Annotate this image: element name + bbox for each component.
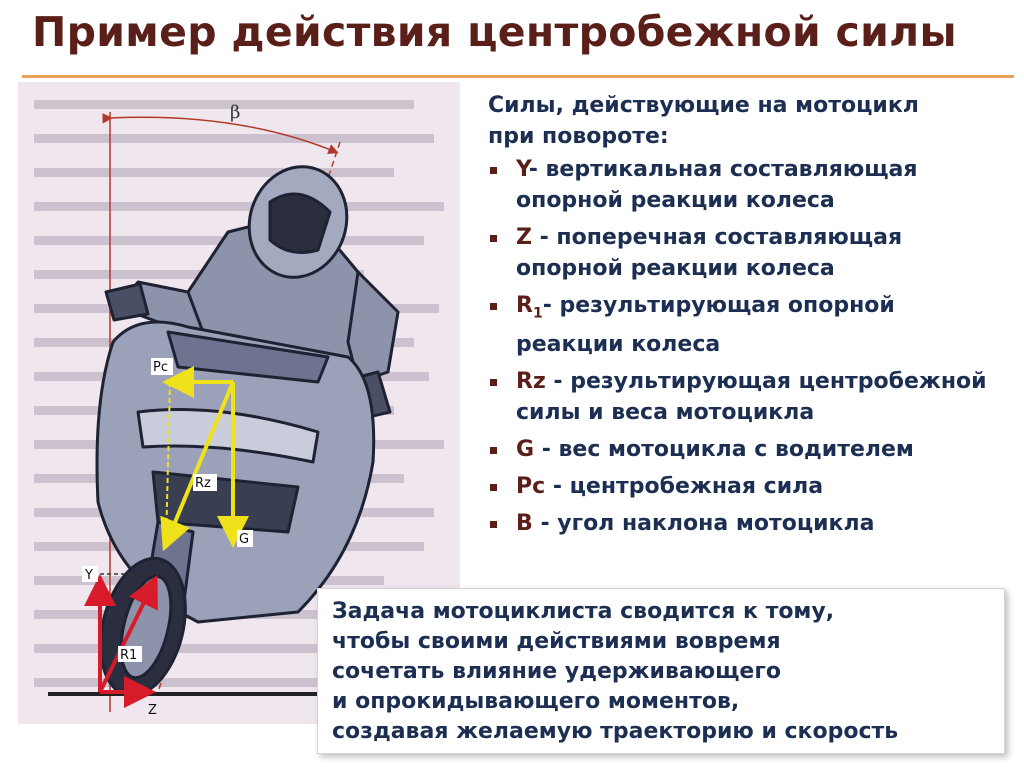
- force-item-rz: Rz - результирующая центробежной силы и …: [488, 366, 1008, 428]
- rz-vector: [160, 381, 235, 552]
- reaction-vectors: [84, 574, 158, 708]
- beta-angle-arc: [102, 113, 339, 155]
- force-labels: Pc Rz G: [151, 358, 253, 547]
- force-vectors: [160, 366, 249, 552]
- bullet-square-icon: [490, 167, 497, 174]
- force-item-z: Z - поперечная составляющая опорной реак…: [488, 222, 1008, 284]
- beta-label: β: [230, 102, 240, 123]
- r1-vector: [98, 574, 158, 693]
- bullet-square-icon: [490, 379, 497, 387]
- forces-heading-line2: при повороте:: [488, 124, 669, 149]
- forces-heading-line1: Силы, действующие на мотоцикл: [488, 93, 919, 118]
- pc-label: Pc: [153, 360, 168, 375]
- force-item-r1: R1- результирующая опорной реакции колес…: [488, 290, 1008, 360]
- task-line: и опрокидывающего моментов,: [332, 689, 740, 714]
- bullet-square-icon: [490, 235, 497, 242]
- force-item-y: Y- вертикальная составляющая опорной реа…: [488, 154, 1008, 216]
- task-line: создавая желаемую траекторию и скорость: [332, 719, 899, 744]
- bullet-square-icon: [490, 484, 497, 492]
- g-label: G: [239, 532, 249, 547]
- task-line: чтобы своими действиями вовремя: [332, 629, 781, 654]
- force-item-b: B - угол наклона мотоцикла: [488, 508, 1008, 539]
- force-item-g: G - вес мотоцикла с водителем: [488, 434, 1008, 465]
- slide-title: Пример действия центробежной силы: [32, 8, 957, 56]
- z-label: Z: [148, 703, 157, 718]
- forces-list: Y- вертикальная составляющая опорной реа…: [488, 154, 1008, 539]
- bullet-square-icon: [490, 447, 497, 455]
- force-item-pc: Pc - центробежная сила: [488, 471, 1008, 502]
- rz-label: Rz: [195, 476, 211, 491]
- y-label: Y: [84, 568, 93, 583]
- pc-rz-link: [165, 381, 171, 545]
- title-underline: [22, 75, 1014, 78]
- forces-description: Силы, действующие на мотоцикл при поворо…: [488, 90, 1008, 545]
- task-line: Задача мотоциклиста сводится к тому,: [332, 599, 835, 624]
- bullet-square-icon: [490, 521, 497, 529]
- reaction-labels: Y R1 Z: [82, 566, 157, 718]
- task-callout: Задача мотоциклиста сводится к тому, что…: [317, 588, 1005, 754]
- forces-heading: Силы, действующие на мотоцикл при поворо…: [488, 90, 1008, 152]
- task-line: сочетать влияние удерживающего: [332, 659, 781, 684]
- r1-label: R1: [120, 648, 137, 663]
- bullet-square-icon: [490, 303, 497, 310]
